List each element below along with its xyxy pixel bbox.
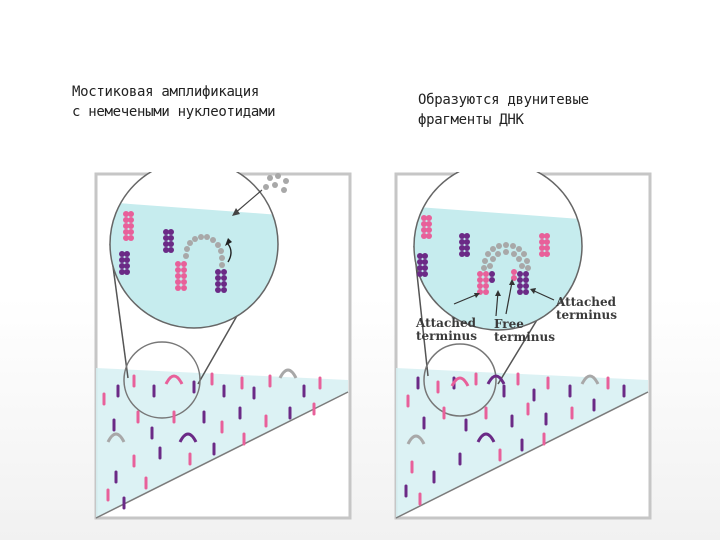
big-zoom-circle — [109, 172, 279, 329]
right-caption-line-2: фрагменты ДНК — [418, 112, 524, 128]
label-attached-right: Attached terminus — [555, 295, 617, 322]
right-double-strand-figure: Attached terminus Free terminus Attached… — [394, 172, 652, 520]
pink-strand-1 — [123, 211, 134, 241]
surface-strands — [102, 372, 322, 510]
small-zoom-circle — [123, 341, 201, 419]
nucleotide-arrow — [233, 189, 263, 215]
label-arrowheads — [474, 279, 536, 298]
surface-edge — [395, 391, 649, 519]
purple-strand-2 — [417, 253, 428, 277]
left-caption: Мостиковая амплификация с немечеными нук… — [72, 82, 276, 122]
attached-left-line-2: terminus — [416, 329, 477, 343]
left-caption-line-2: с немечеными нуклеотидами — [72, 104, 276, 120]
surface-bridges — [406, 374, 600, 445]
extension-arrowhead — [225, 238, 232, 246]
small-zoom-circle — [423, 343, 497, 417]
purple-strand-2 — [119, 251, 130, 275]
bridge-purple-leg — [215, 269, 227, 293]
bridge-gray-arch — [183, 234, 225, 268]
double-bridge-gray — [481, 242, 531, 271]
label-attached-left: Attached terminus — [415, 316, 477, 343]
surface-strands — [404, 372, 626, 506]
flow-cell-surface — [96, 368, 348, 518]
left-bridge-amplification-figure — [94, 172, 352, 520]
pink-strand-1 — [421, 215, 432, 239]
free-line-1: Free — [494, 317, 524, 331]
double-bridge-purple — [489, 271, 529, 295]
attached-right-line-2: terminus — [556, 308, 617, 322]
free-nucleotides — [263, 173, 289, 193]
purple-strand-1 — [163, 229, 174, 253]
double-bridge-pink — [477, 269, 517, 295]
big-zoom-circle — [413, 172, 583, 331]
bridge-pink-leg — [175, 261, 187, 291]
right-caption: Образуются двунитевые фрагменты ДНК — [418, 90, 589, 130]
attached-left-line-1: Attached — [415, 316, 477, 330]
pink-strand-2 — [539, 233, 550, 257]
purple-strand-1 — [459, 233, 470, 257]
zoom-content — [110, 172, 278, 328]
surface-bridges — [106, 368, 298, 443]
extension-arrow — [227, 243, 232, 263]
attached-right-line-1: Attached — [555, 295, 617, 309]
surface-edge — [95, 391, 349, 519]
label-free: Free terminus — [494, 317, 555, 344]
free-line-2: terminus — [494, 330, 555, 344]
right-caption-line-1: Образуются двунитевые — [418, 92, 589, 108]
left-caption-line-1: Мостиковая амплификация — [72, 84, 259, 100]
nucleotide-arrowhead — [232, 208, 240, 216]
